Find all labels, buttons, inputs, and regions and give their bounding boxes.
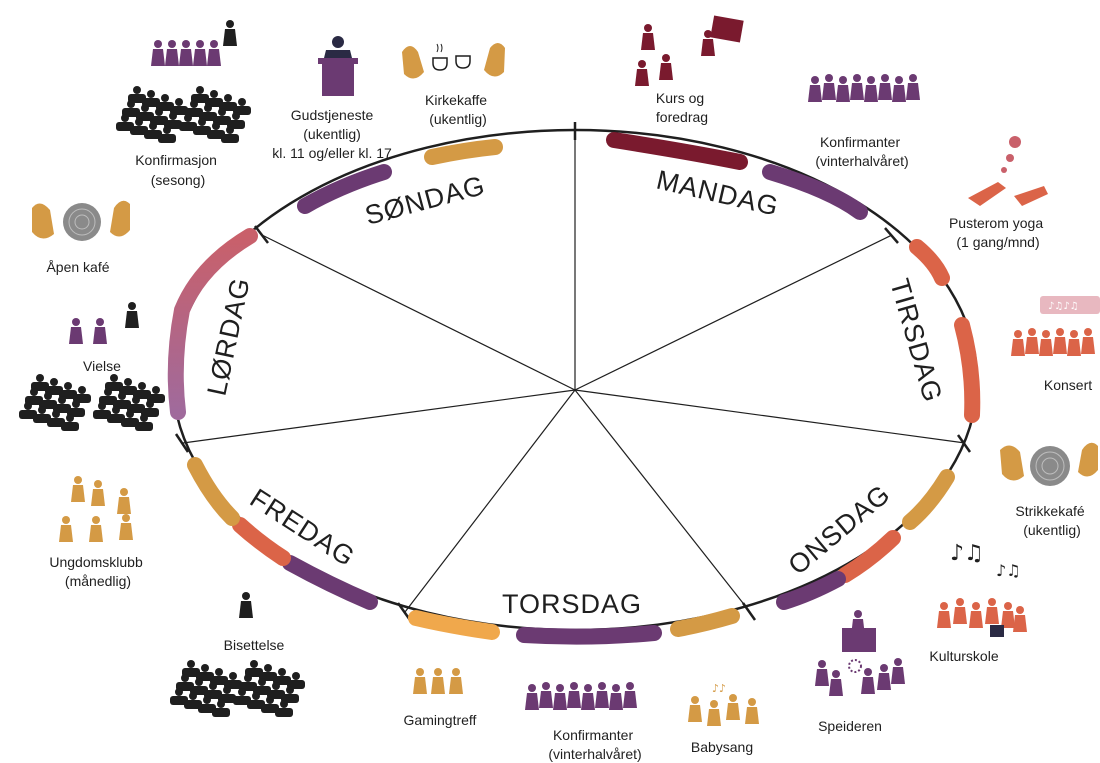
activity-label-konfirmanter-man: Konfirmanter (vinterhalvåret) [815, 134, 908, 169]
activity-label-konfirmanter-tor: Konfirmanter (vinterhalvåret) [548, 727, 641, 762]
svg-text:♪♫♪♫: ♪♫♪♫ [1048, 301, 1079, 312]
scouts-icon [815, 610, 905, 696]
day-label-onsdag: ONSDAG [783, 479, 897, 581]
segment-ungdomsklubb-gold [187, 457, 240, 526]
priest-at-pulpit-icon [318, 36, 358, 96]
funeral-icon [170, 592, 305, 717]
baby-song-icon: ♪♪ [688, 682, 759, 726]
segment-ungdomsklubb-purple [282, 555, 378, 610]
day-dividers [182, 130, 966, 613]
segment-ungdomsklubb-coral [232, 517, 291, 566]
activity-label-kulturskole: Kulturskole [929, 648, 998, 664]
segment-speideren [776, 571, 846, 610]
day-label-tirsdag: TIRSDAG [884, 275, 948, 405]
activity-label-kirkekaffe: Kirkekaffe (ukentlig) [425, 92, 491, 127]
group-icon [525, 682, 637, 710]
activity-label-pusterom: Pusterom yoga (1 gang/mnd) [949, 215, 1047, 250]
activity-label-gamingtreff: Gamingtreff [404, 712, 477, 728]
divider-tirsdag-onsdag [574, 389, 966, 444]
activity-label-vielse: Vielse [83, 358, 121, 374]
svg-text:♪♪: ♪♪ [712, 682, 726, 695]
activity-label-strikkekafe: Strikkekafé (ukentlig) [1015, 503, 1088, 538]
activity-label-speideren: Speideren [818, 718, 882, 734]
coffee-cups-icon [402, 43, 505, 79]
ring-ticks [174, 122, 972, 621]
knitting-icon [1000, 442, 1098, 486]
segment-pusterom [909, 239, 950, 286]
segment-kulturskole [837, 530, 901, 583]
activity-label-babysang: Babysang [691, 739, 753, 755]
day-label-fredag: FREDAG [245, 483, 361, 573]
divider-fredag-lordag [182, 389, 576, 444]
activity-label-ungdomsklubb: Ungdomsklubb (månedlig) [49, 554, 146, 589]
group-icon [808, 74, 920, 102]
segment-konfirmasjon [297, 164, 392, 214]
activity-label-konsert: Konsert [1044, 377, 1092, 393]
activity-label-kurs: Kurs og foredrag [656, 90, 708, 125]
segment-kurs [606, 132, 748, 170]
svg-text:♪♫: ♪♫ [950, 541, 984, 566]
divider-mandag-tirsdag [574, 234, 893, 391]
segment-konsert [954, 317, 981, 423]
activity-labels: Konfirmasjon (sesong) Gudstjeneste (uken… [46, 90, 1092, 762]
divider-lordag-sondag [261, 234, 576, 391]
segment-babysang [670, 608, 740, 637]
dancing-youth-icon [59, 476, 133, 542]
music-icon: ♪♫ ♪♫ [937, 541, 1027, 637]
segment-kirkekaffe [424, 139, 503, 165]
activity-segments [167, 132, 981, 645]
open-cafe-icon [32, 200, 130, 241]
day-label-lordag: LØRDAG [202, 275, 256, 399]
gaming-icon [413, 668, 463, 694]
segment-vielse [167, 228, 258, 420]
yoga-icon [968, 136, 1048, 206]
segment-strikkekafe [902, 469, 955, 530]
segment-konfirmanter-man [762, 164, 868, 220]
activity-label-konfirmasjon: Konfirmasjon (sesong) [135, 152, 221, 188]
segment-konfirmanter-tor [516, 625, 662, 645]
lecture-icon [635, 15, 744, 86]
day-label-torsdag: TORSDAG [502, 589, 642, 619]
divider-onsdag-torsdag [574, 389, 751, 613]
choir-and-congregation-icon [116, 20, 251, 143]
divider-torsdag-fredag [404, 389, 576, 613]
activity-label-apen-kafe: Åpen kafé [46, 259, 109, 275]
concert-icon: ♪♫♪♫ [1011, 296, 1100, 356]
segment-gamingtreff [408, 610, 500, 640]
activity-label-gudstjeneste: Gudstjeneste (ukentlig) kl. 11 og/eller … [272, 107, 395, 161]
activity-label-bisettelse: Bisettelse [224, 637, 285, 653]
svg-text:♪♫: ♪♫ [996, 561, 1021, 580]
